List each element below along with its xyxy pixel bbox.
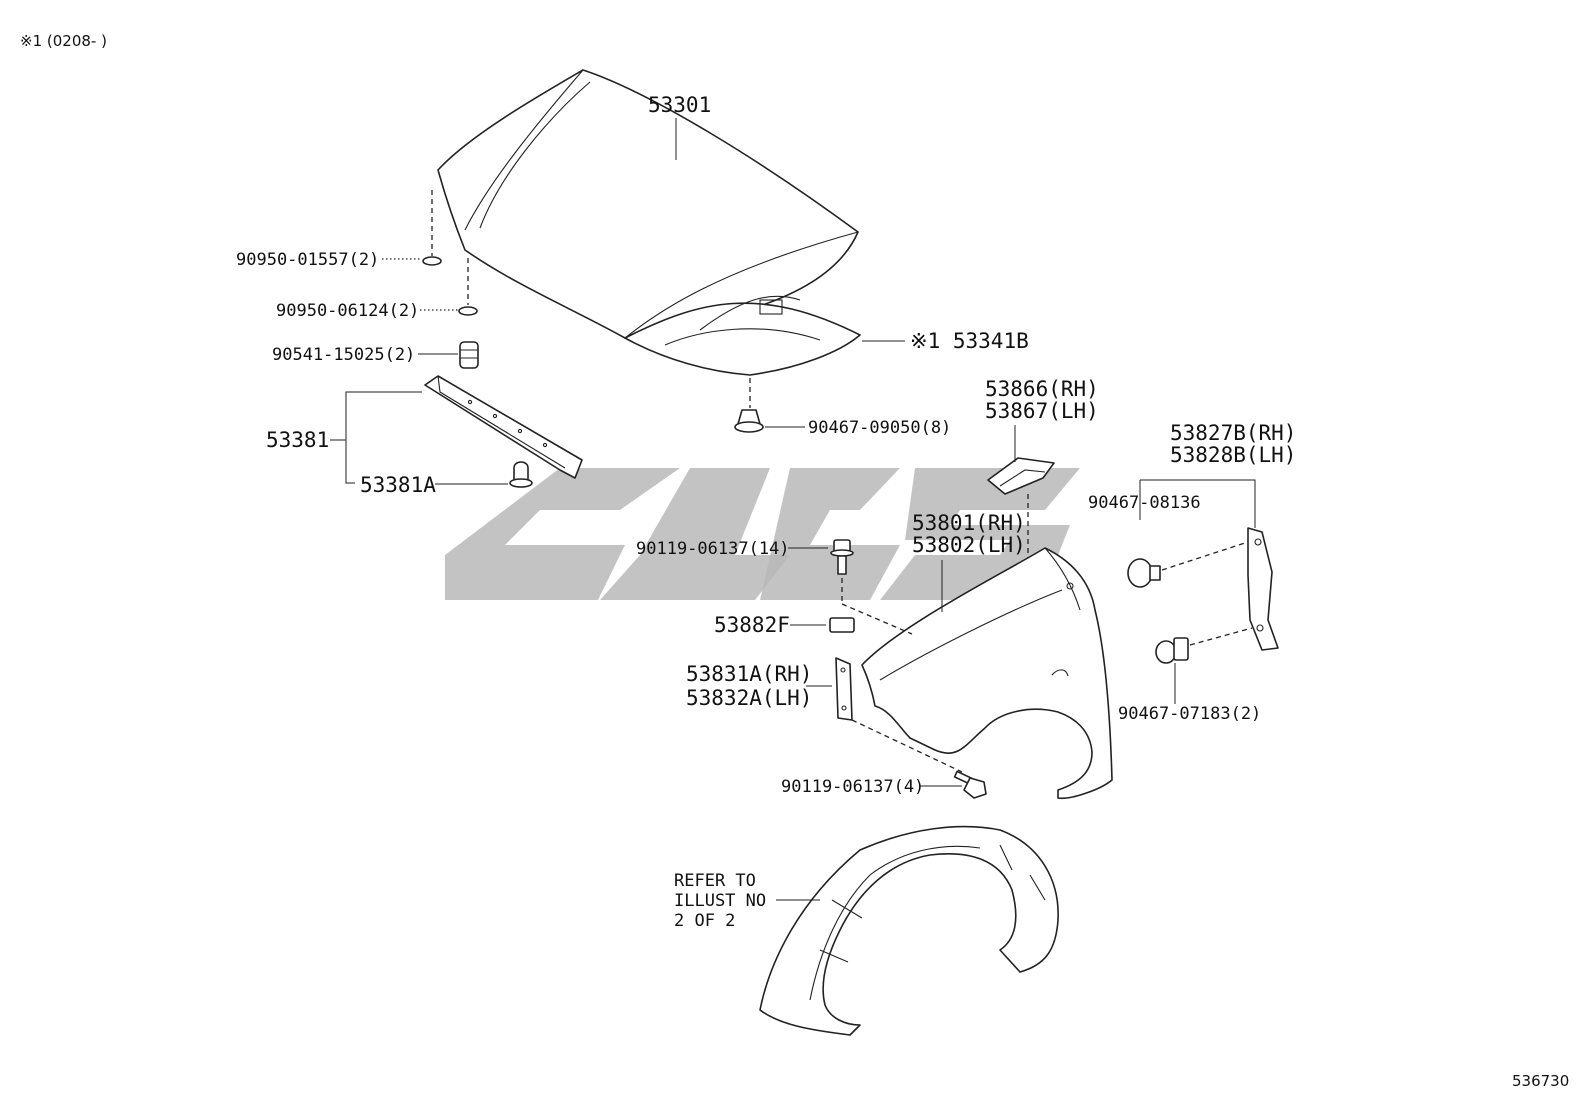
label-seal-rh: 53827B(RH) bbox=[1170, 421, 1296, 445]
label-seal-group: 53381 bbox=[266, 428, 329, 452]
label-hood-cushion-3: 90541-15025(2) bbox=[272, 345, 415, 365]
seal-clip[interactable] bbox=[509, 461, 533, 488]
label-hood-cushion-1: 90950-01557(2) bbox=[236, 250, 379, 270]
label-hood-insulator: ※1 53341B bbox=[910, 329, 1029, 353]
fender-protector[interactable] bbox=[835, 657, 853, 721]
label-bracket-lh: 53867(LH) bbox=[985, 399, 1099, 423]
label-fender-lh: 53802(LH) bbox=[912, 533, 1026, 557]
hood-cushion-3[interactable] bbox=[459, 341, 479, 369]
hood-panel[interactable] bbox=[437, 69, 859, 339]
label-nut: 53882F bbox=[714, 613, 790, 637]
label-clip-a: 90467-08136 bbox=[1088, 493, 1201, 513]
clip-a[interactable] bbox=[1127, 558, 1161, 588]
label-refer-line3: 2 OF 2 bbox=[674, 911, 735, 931]
hood-cushion-2[interactable] bbox=[458, 306, 478, 316]
label-refer-line2: ILLUST NO bbox=[674, 891, 766, 911]
watermark-logo bbox=[445, 468, 1080, 600]
hood-seal[interactable] bbox=[424, 375, 583, 479]
label-seal-lh: 53828B(LH) bbox=[1170, 443, 1296, 467]
label-fender-rh: 53801(RH) bbox=[912, 511, 1026, 535]
label-protector-rh: 53831A(RH) bbox=[686, 662, 812, 686]
fender-bracket[interactable] bbox=[987, 457, 1055, 495]
header-note: ※1 (0208- ) bbox=[20, 32, 107, 50]
label-clip-insulator: 90467-09050(8) bbox=[808, 418, 951, 438]
hood-insulator[interactable] bbox=[624, 295, 861, 376]
clip-insulator[interactable] bbox=[734, 409, 764, 433]
label-clip-b: 90467-07183(2) bbox=[1118, 704, 1261, 724]
label-hood: 53301 bbox=[648, 93, 711, 117]
fender-liner[interactable] bbox=[759, 825, 1059, 1036]
clip-b[interactable] bbox=[1155, 637, 1189, 664]
label-protector-lh: 53832A(LH) bbox=[686, 686, 812, 710]
bolt-a[interactable] bbox=[830, 539, 854, 575]
label-bolt-a: 90119-06137(14) bbox=[636, 539, 790, 559]
nut[interactable] bbox=[829, 617, 855, 633]
label-hood-cushion-2: 90950-06124(2) bbox=[276, 301, 419, 321]
fender-seal[interactable] bbox=[1247, 527, 1279, 651]
label-seal-clip: 53381A bbox=[360, 473, 436, 497]
label-bracket-rh: 53866(RH) bbox=[985, 377, 1099, 401]
hood-cushion-1[interactable] bbox=[422, 256, 442, 266]
bolt-b[interactable] bbox=[953, 770, 987, 799]
label-refer-line1: REFER TO bbox=[674, 871, 756, 891]
front-fender[interactable] bbox=[861, 547, 1113, 800]
image-number: 536730 bbox=[1512, 1072, 1569, 1090]
label-bolt-b: 90119-06137(4) bbox=[781, 777, 924, 797]
